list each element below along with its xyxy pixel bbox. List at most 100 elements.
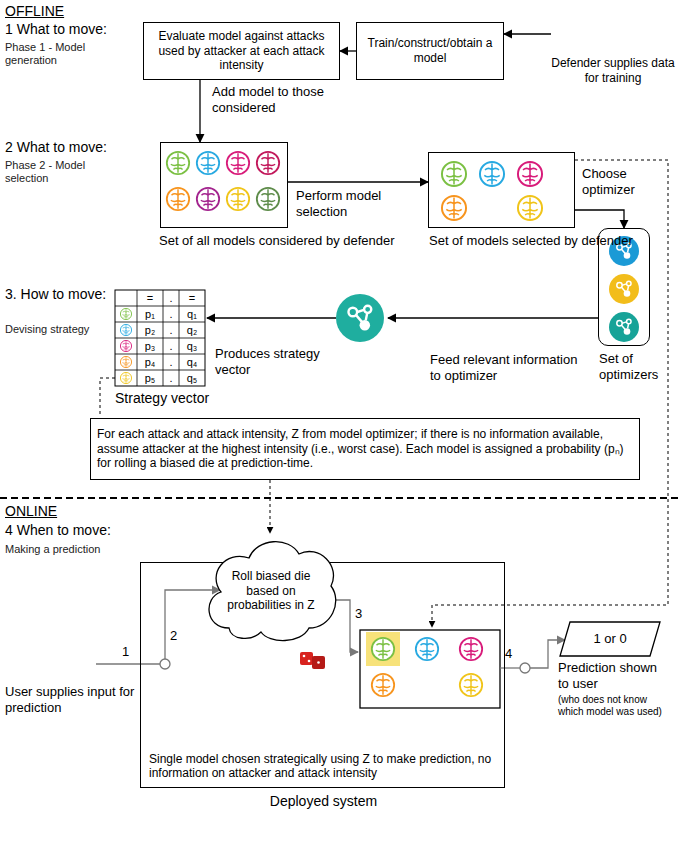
process-box: Single model chosen strategically using … [140, 562, 505, 788]
model-icon [480, 162, 504, 186]
process-box: For each attack and attack intensity, Z … [90, 418, 640, 480]
table-cell: . [163, 338, 179, 354]
table-cell: q₃ [179, 338, 205, 354]
node-text: 1 or 0 [593, 631, 626, 647]
table-border [115, 290, 205, 386]
table-cell: p₁ [137, 306, 163, 322]
cloud-shape: Roll biased die based on probabilities i… [201, 536, 341, 646]
table-cell: p₂ [137, 322, 163, 338]
labelled-figure: User supplies input for prediction [5, 640, 135, 716]
model-icon [442, 196, 466, 220]
flow-arrow [288, 181, 428, 182]
table-cell: q₄ [179, 354, 205, 370]
offline-online-divider [0, 497, 678, 499]
table-cell: . [163, 370, 179, 386]
table-cell: . [163, 322, 179, 338]
optimizer-icon [609, 312, 639, 342]
model-icon [518, 162, 542, 186]
node-caption: Set of models selected by defender [429, 233, 661, 249]
table-cell: q₅ [179, 370, 205, 386]
model-icon [257, 188, 279, 210]
junction-dot [520, 663, 530, 673]
table-cell: p₃ [137, 338, 163, 354]
callout-number: 3 [355, 606, 362, 622]
section-label: Making a prediction [5, 543, 135, 556]
section-label: Produces strategy vector [215, 346, 333, 378]
node-caption: Set of optimizers [599, 351, 667, 383]
node-caption: Set of all models considered by defender [159, 233, 424, 249]
callout-number: 1 [122, 644, 129, 660]
process-box: Set of all models considered by defender [160, 142, 288, 228]
flow-arrow [340, 50, 356, 51]
section-label: 4 When to move: [5, 522, 145, 539]
callout-number: 4 [505, 646, 512, 662]
section-label: 1 What to move: [5, 21, 145, 38]
model-icon [120, 356, 131, 367]
process-box: Set of models selected by defender [428, 152, 575, 228]
model-icon [372, 674, 394, 696]
section-label: OFFLINE [5, 3, 64, 20]
table-cell: = [137, 290, 163, 306]
table-cell: . [163, 290, 179, 306]
section-label: 3. How to move: [5, 286, 113, 303]
process-box: Set of optimizers [598, 228, 650, 346]
model-icon [120, 308, 131, 319]
dashed-leader [100, 378, 115, 416]
section-label: Phase 2 - Model selection [5, 159, 130, 186]
section-label: 2 What to move: [5, 139, 155, 156]
model-icon [372, 638, 394, 660]
table-rules [115, 290, 205, 386]
model-icon [442, 162, 466, 186]
table-cell: . [163, 354, 179, 370]
chosen-model-highlight [366, 632, 400, 666]
node-text: Single model chosen strategically using … [149, 752, 496, 781]
user-window-icon [562, 18, 613, 50]
dashed-leader [270, 480, 271, 533]
optimizer-icon [336, 294, 384, 342]
process-box: Train/construct/obtain a model [356, 22, 504, 80]
die-pip [317, 661, 320, 664]
optimizer-icon [609, 274, 639, 304]
junction-dot [160, 659, 170, 669]
process-box: Evaluate model against attacks used by a… [143, 22, 340, 80]
table-cell: q₂ [179, 322, 205, 338]
table-cell: q₁ [179, 306, 205, 322]
model-icon [197, 152, 219, 174]
labelled-figure: Strategy vector [115, 290, 205, 386]
node-caption: Strategy vector [115, 390, 315, 407]
node-text: Train/construct/obtain a model [363, 36, 497, 65]
die [300, 652, 313, 665]
para-path [560, 622, 660, 656]
node-text: For each attack and attack intensity, Z … [97, 427, 633, 471]
model-icon [518, 196, 542, 220]
model-icon [227, 188, 249, 210]
die [312, 656, 325, 669]
table-cell: p₅ [137, 370, 163, 386]
node-caption: Deployed system [141, 793, 506, 810]
model-icon [460, 674, 482, 696]
flow-arrow [388, 317, 598, 318]
die-pip [308, 660, 311, 663]
die-pip [303, 655, 306, 658]
user-window-icon [40, 644, 91, 676]
model-icon [227, 152, 249, 174]
model-icon [197, 188, 219, 210]
node-text: Evaluate model against attacks used by a… [150, 29, 333, 73]
model-icon [167, 152, 189, 174]
model-icon [120, 340, 131, 351]
icon-group [40, 18, 639, 696]
section-label: Feed relevant information to optimizer [430, 352, 590, 384]
section-label: ONLINE [5, 503, 57, 520]
table-cell: . [163, 306, 179, 322]
online-model-set [360, 630, 500, 708]
edge-label: Choose optimizer [582, 166, 664, 198]
model-icon [167, 188, 189, 210]
cloud-path [209, 542, 336, 641]
table-cell: = [179, 290, 205, 306]
dashed-leader [432, 160, 668, 627]
dice-icon [300, 652, 325, 669]
model-icon [416, 638, 438, 660]
callout-number: 2 [170, 628, 177, 644]
